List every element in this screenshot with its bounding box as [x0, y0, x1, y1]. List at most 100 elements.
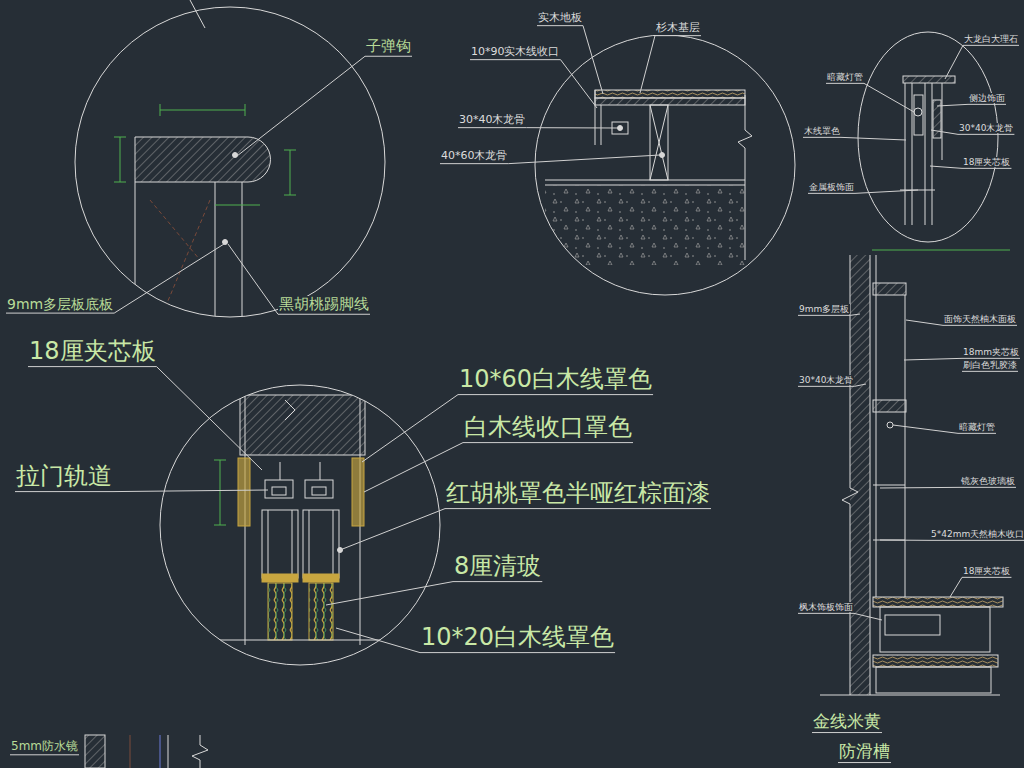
leader-line [228, 244, 278, 314]
part-label: 实木地板 [537, 12, 583, 25]
leader-line [855, 190, 918, 193]
leader-line [537, 25, 583, 26]
part-label: 金属板饰面 [808, 182, 855, 192]
part-label: 30*40木龙骨 [798, 375, 854, 385]
part-label: 8厘清玻 [453, 553, 542, 581]
leader-line [655, 35, 701, 36]
leader-line [113, 490, 268, 492]
leader-line [583, 26, 603, 94]
leader-line [854, 613, 882, 620]
part-label: 枫木饰板饰面 [798, 602, 854, 612]
leader-line [958, 134, 1014, 135]
leader-line [803, 137, 841, 138]
leader-line [931, 130, 958, 134]
leader-line [440, 163, 509, 164]
leader-line [561, 60, 598, 108]
leader-line [968, 104, 1006, 105]
leader-line [962, 358, 1020, 359]
leader-line [798, 386, 854, 387]
leader-line [880, 487, 960, 489]
leader-line [458, 127, 527, 128]
part-label: 侧边饰面 [968, 93, 1006, 103]
leader-line [798, 613, 854, 614]
leader-line [880, 540, 930, 541]
leader-line [509, 155, 661, 164]
leader-line [930, 540, 1024, 541]
leader-line [463, 442, 633, 443]
leader-line [906, 320, 943, 325]
leader-line [470, 59, 561, 60]
leader-line [963, 45, 1019, 46]
leader-line [15, 491, 113, 492]
part-label: 黑胡桃踢脚线 [278, 296, 370, 313]
part-label: 金线米黄 [812, 712, 882, 732]
leader-line [6, 313, 114, 314]
part-label: 18mm夹芯板 [962, 347, 1020, 357]
leader-line [958, 433, 996, 434]
part-label: 40*60木龙骨 [440, 150, 509, 163]
part-label: 5mm防水镜 [10, 740, 79, 754]
leader-line [950, 577, 962, 597]
part-label: 18厘夹芯板 [962, 157, 1011, 167]
leader-line [943, 325, 1017, 326]
leader-line [326, 582, 453, 605]
leader-line [10, 754, 79, 755]
part-label: 子弹钩 [365, 38, 412, 55]
part-label: 30*40木龙骨 [958, 123, 1014, 133]
leader-line [854, 384, 866, 386]
part-label: 刷白色乳胶漆 [962, 360, 1018, 370]
leader-line [527, 127, 619, 128]
leader-line [937, 104, 968, 106]
leader-line [812, 732, 882, 733]
part-label: 9mm多层板 [798, 304, 850, 314]
leader-line [864, 83, 914, 112]
leader-line [640, 36, 655, 93]
leader-line [962, 577, 1011, 578]
part-label: 大龙白大理石 [963, 34, 1019, 44]
part-label: 镜灰色玻璃板 [960, 476, 1016, 486]
leader-line [962, 371, 1018, 372]
leader-line [237, 56, 365, 156]
part-label: 10*60白木线罩色 [458, 366, 653, 394]
part-label: 白木线收口罩色 [463, 414, 633, 442]
leader-line [945, 45, 963, 79]
leader-line [28, 366, 157, 367]
part-label: 18厘夹芯板 [28, 338, 157, 366]
leader-line [365, 56, 412, 57]
leader-line [798, 315, 850, 316]
part-label: 木线罩色 [803, 126, 841, 136]
leader-line [930, 166, 962, 168]
part-label: 18厘夹芯板 [962, 566, 1011, 576]
leader-line [962, 168, 1011, 169]
part-label: 5*42mm天然柚木收口 [930, 529, 1024, 539]
leader-line [826, 83, 864, 84]
leader-line [838, 762, 891, 763]
leader-line [458, 394, 653, 395]
part-label: 杉木基层 [655, 22, 701, 35]
leader-line [114, 244, 224, 313]
leader-line [157, 367, 262, 470]
leader-line [960, 487, 1016, 488]
part-label: 9mm多层板底板 [6, 296, 114, 312]
leader-line [453, 581, 542, 582]
leader-line [278, 314, 370, 315]
leader-line [340, 509, 445, 550]
leader-line [841, 137, 906, 140]
part-label: 红胡桃罩色半哑红棕面漆 [445, 480, 711, 508]
part-label: 拉门轨道 [15, 463, 113, 491]
part-label: 10*20白木线罩色 [420, 624, 615, 652]
part-label: 防滑槽 [838, 742, 891, 762]
part-label: 面饰天然柚木面板 [943, 314, 1017, 324]
leader-line [336, 628, 420, 653]
leader-line [808, 193, 855, 194]
part-label: 暗藏灯管 [958, 422, 996, 432]
leader-line [893, 425, 958, 433]
part-label: 暗藏灯管 [826, 72, 864, 82]
leader-line [445, 508, 711, 509]
leader-line [420, 652, 615, 653]
leader-line [904, 358, 962, 360]
part-label: 10*90实木线收口 [470, 46, 561, 59]
part-label: 30*40木龙骨 [458, 114, 527, 127]
leader-line [850, 314, 860, 315]
